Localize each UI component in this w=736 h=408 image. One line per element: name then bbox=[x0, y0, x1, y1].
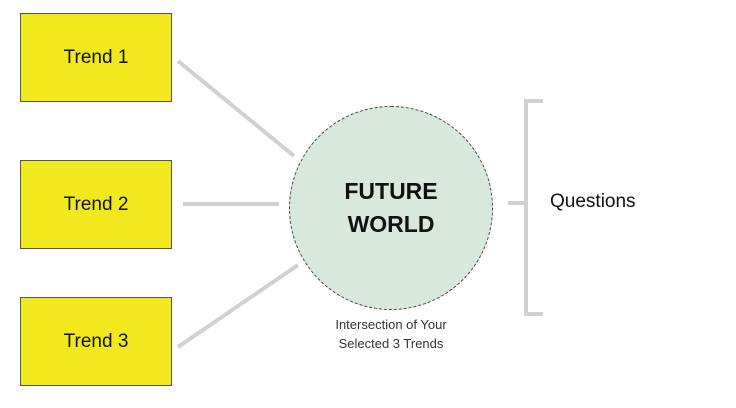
connector-trend-3 bbox=[176, 263, 300, 349]
caption-line1: Intersection of Your bbox=[335, 317, 447, 332]
caption-line2: Selected 3 Trends bbox=[338, 336, 444, 351]
trend-3-label: Trend 3 bbox=[63, 330, 129, 352]
trend-2-label: Trend 2 bbox=[63, 193, 129, 215]
connector-trend-1 bbox=[176, 59, 296, 158]
future-world-title-line2: WORLD bbox=[347, 211, 435, 237]
trend-3-box: Trend 3 bbox=[20, 297, 172, 386]
future-world-circle: FUTURE WORLD bbox=[289, 106, 493, 310]
trend-1-label: Trend 1 bbox=[63, 46, 129, 68]
trend-1-box: Trend 1 bbox=[20, 13, 172, 102]
questions-bracket bbox=[524, 99, 543, 316]
intersection-caption: Intersection of Your Selected 3 Trends bbox=[300, 315, 482, 353]
questions-label: Questions bbox=[550, 191, 636, 212]
future-world-title-line1: FUTURE bbox=[344, 178, 438, 204]
trend-2-box: Trend 2 bbox=[20, 160, 172, 249]
